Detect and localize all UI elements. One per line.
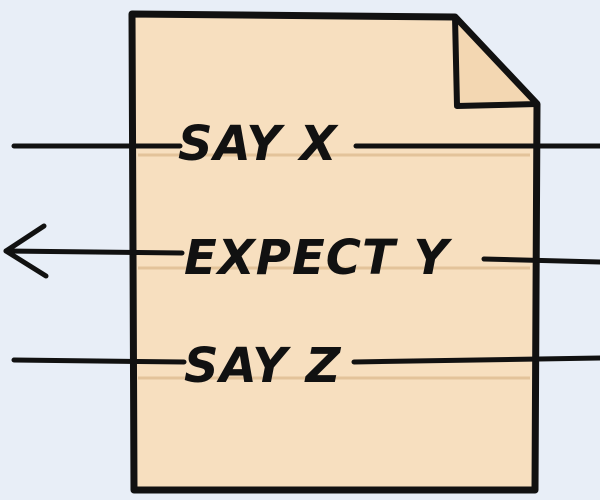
label-say-z: SAY Z: [184, 338, 342, 394]
say-z-right-line: [351, 355, 600, 365]
arrow-left-icon: [3, 223, 49, 279]
label-say-x: SAY X: [178, 116, 338, 172]
say-z-left-line: [11, 357, 187, 365]
label-expect-y: EXPECT Y: [184, 230, 450, 286]
document-fold: [452, 14, 540, 109]
document-page: [128, 10, 541, 494]
expect-y-right-line: [481, 256, 600, 265]
expect-y-left-line: [3, 248, 185, 256]
